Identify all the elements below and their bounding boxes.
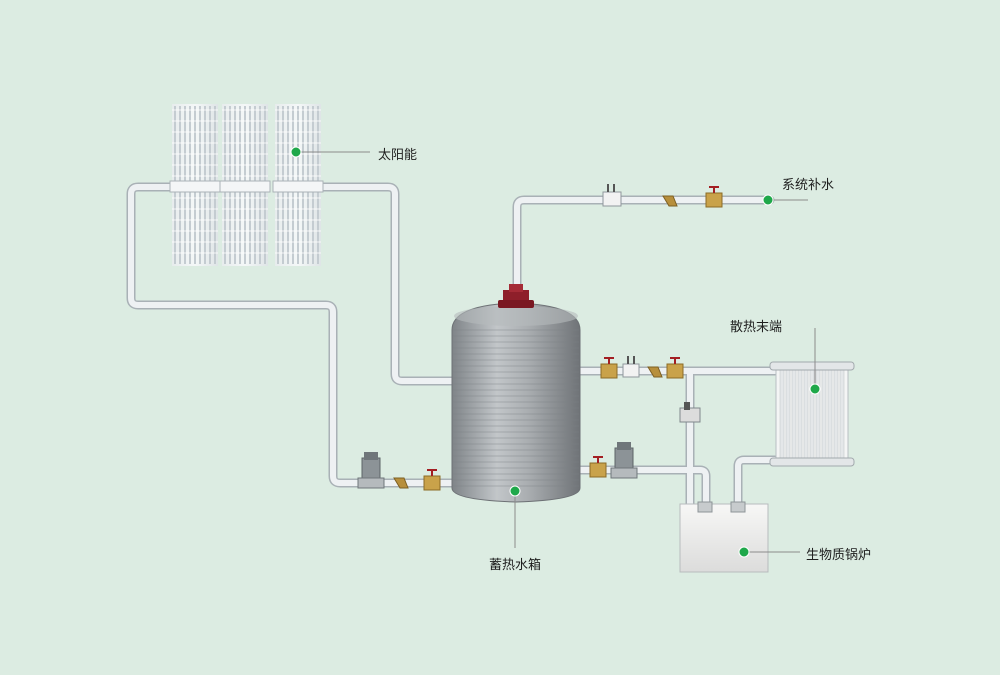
gate-valve-return: [589, 456, 607, 478]
tank-cap: [498, 284, 534, 308]
solar-panel: [219, 104, 271, 266]
label-radiator: 散热末端: [730, 320, 783, 335]
radiator-fins: [779, 367, 845, 461]
gate-valve-makeup: [705, 186, 723, 208]
solar-collector: [169, 104, 324, 266]
tank-ribs: [453, 329, 579, 487]
circulation-pump-return: [610, 442, 638, 479]
solar-panel: [272, 104, 324, 266]
radiator-marker: [809, 383, 821, 395]
gate-valve-outlet-2: [666, 357, 684, 379]
expansion-fitting: [679, 402, 701, 423]
strainer-outlet: [647, 366, 663, 378]
leader-lines: [297, 151, 816, 553]
biomass-boiler: [679, 501, 769, 573]
makeup-water-marker: [762, 194, 774, 206]
solar-marker: [290, 146, 302, 158]
boiler-marker: [738, 546, 750, 558]
radiator: [769, 361, 855, 467]
tank-marker: [509, 485, 521, 497]
markers: [290, 146, 821, 558]
gate-valve-outlet: [600, 357, 618, 379]
strainer-makeup: [662, 195, 678, 207]
storage-tank: [451, 302, 581, 503]
label-solar: 太阳能: [378, 148, 418, 163]
check-valve-makeup: [602, 184, 622, 207]
solar-panel: [169, 104, 221, 266]
gate-valve-solar: [423, 469, 441, 491]
label-boiler: 生物质锅炉: [806, 548, 872, 563]
strainer-solar: [393, 477, 409, 489]
valves: [357, 184, 723, 491]
label-storage-tank: 蓄热水箱: [489, 558, 542, 573]
label-makeup-water: 系统补水: [782, 178, 835, 193]
circulation-pump-solar: [357, 452, 385, 489]
check-valve-outlet: [622, 356, 640, 378]
